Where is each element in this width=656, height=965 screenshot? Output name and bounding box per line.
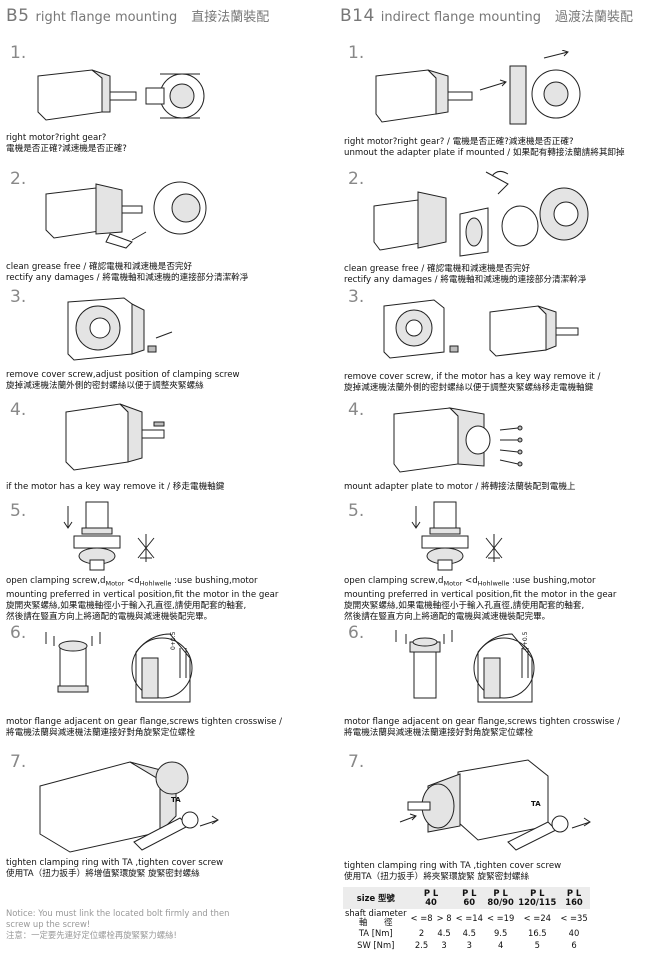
right-column: B14 indirect flange mounting 過渡法蘭裝配 1. rig… [338,0,656,965]
right-step-5-number: 5. [348,501,365,521]
right-header: B14 indirect flange mounting 過渡法蘭裝配 [340,6,633,26]
left-step-1-caption: right motor?right gear? 電機是否正確?減速機是否正確? [6,133,127,155]
right-step-6-number: 6. [348,623,365,643]
right-step-4-caption: mount adapter plate to motor / 將轉接法蘭裝配到電… [344,482,576,492]
left-header: B5 right flange mounting 直接法蘭裝配 [6,6,269,26]
right-step-1-number: 1. [348,43,365,63]
left-column: B5 right flange mounting 直接法蘭裝配 1. right m… [0,0,320,965]
left-step-3-number: 3. [10,287,27,307]
right-step-3-figure-cover-screw [383,299,579,359]
right-step-7-figure-torque-wrench [399,759,591,851]
left-step-5-number: 5. [10,501,27,521]
right-step-6-dim-label: 0+0.5 [522,631,529,650]
left-step-2-number: 2. [10,169,27,189]
left-step-4-caption: if the motor has a key way remove it / 移… [6,482,225,492]
left-step-7-torque-label: TA [171,796,181,804]
left-step-7-caption: tighten clamping ring with TA ,tighten c… [6,858,224,880]
left-step-4-number: 4. [10,400,27,420]
right-step-1-figure-adapter [375,50,581,125]
table-sw-label: SW [Nm] [357,940,395,950]
left-step-6-figure-crosswise-screws [45,632,193,703]
right-step-6-figure-crosswise-screws [395,630,535,703]
table-ta-label: TA [Nm] [358,928,393,938]
left-step-6-caption: motor flange adjacent on gear flange,scr… [6,717,283,739]
right-step-7-torque-label: TA [531,800,541,808]
left-code: B5 [6,6,30,26]
left-step-6-dim-label: 0+0.5 [170,631,177,650]
right-step-2-caption: clean grease free / 確認電機和減速機是否完好 rectify… [344,264,587,286]
right-step-7-caption: tighten clamping ring with TA ,tighten c… [344,861,562,883]
left-step-5-line-open: open clamping screw,dMotor <dHohlwelle :… [6,576,258,588]
left-step-2-caption: clean grease free / 確認電機和減速機是否完好 rectify… [6,262,249,284]
left-step-5-caption: open clamping screw,dMotor <dHohlwelle :… [6,576,279,623]
right-step-5-figure-vertical-fit [411,501,503,571]
right-title-en: indirect flange mounting [380,10,542,25]
left-step-2-figure-cleaning [45,181,207,249]
right-step-4-figure-mount-adapter [393,407,523,473]
left-title-zh: 直接法蘭裝配 [191,10,270,25]
left-step-3-caption: remove cover screw,adjust position of cl… [6,370,240,392]
right-step-1-caption: right motor?right gear? / 電機是否正確?減速機是否正確… [344,137,625,159]
right-title-zh: 過渡法蘭裝配 [555,10,634,25]
left-title-en: right flange mounting [35,10,178,25]
right-step-7-number: 7. [348,752,365,772]
left-step-6-number: 6. [10,623,27,643]
left-step-1-figure-motor-gear [37,69,205,121]
left-step-5-figure-vertical-fit [63,501,155,571]
right-step-2-number: 2. [348,169,365,189]
right-step-3-number: 3. [348,287,365,307]
left-step-3-figure-cover-screw [67,297,173,361]
right-step-5-caption: open clamping screw,dMotor <dHohlwelle :… [344,576,617,623]
right-step-6-caption: motor flange adjacent on gear flange,scr… [344,717,621,739]
table-row: SW [Nm] 2.5 3 3 4 5 6 [343,939,590,951]
right-step-3-caption: remove cover screw, if the motor has a k… [344,372,601,394]
right-code: B14 [340,6,375,26]
left-step-1-number: 1. [10,43,27,63]
table-row: TA [Nm] 2 4.5 4.5 9.5 16.5 40 [343,927,590,939]
right-step-4-number: 4. [348,400,365,420]
left-step-7-number: 7. [10,752,27,772]
right-step-5-line-open: open clamping screw,dMotor <dHohlwelle :… [344,576,596,588]
right-step-2-figure-cleaning [373,170,589,257]
left-step-4-figure-key-removal [65,403,165,471]
table-size-label: size 型號 [343,887,409,909]
notice-text: Notice: You must link the located bolt f… [6,908,230,940]
left-step-7-figure-torque-wrench [39,761,219,853]
